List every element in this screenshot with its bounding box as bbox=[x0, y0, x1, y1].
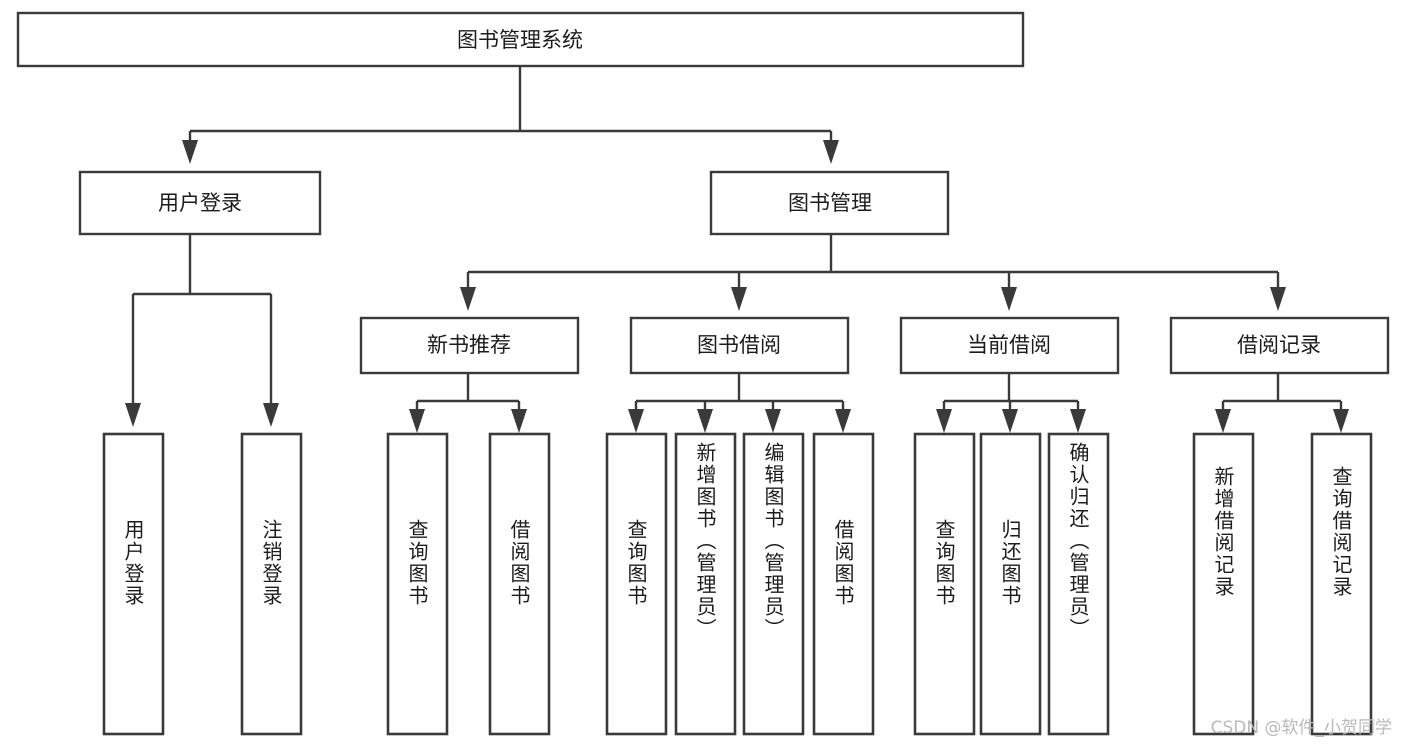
node-leaf-query-book-cur-label: 查询图书 bbox=[932, 519, 956, 607]
node-leaf-user-login-label: 用户登录 bbox=[121, 519, 145, 607]
arrow-to-book-management bbox=[823, 140, 839, 164]
arrow-to-leaf-return-book bbox=[1002, 409, 1018, 433]
arrow-to-leaf-borrow-book-bor bbox=[835, 409, 851, 433]
arrow-to-leaf-query-book-rec bbox=[409, 409, 425, 433]
node-new-book-recommend-label: 新书推荐 bbox=[427, 333, 511, 357]
node-leaf-add-borrow-record[interactable]: 新增借阅记录 bbox=[1192, 432, 1255, 736]
node-leaf-query-book-bor-box[interactable] bbox=[605, 432, 668, 736]
node-leaf-query-book-rec-box[interactable] bbox=[386, 432, 449, 736]
node-book-management[interactable]: 图书管理 bbox=[709, 170, 950, 236]
node-leaf-borrow-book-bor-label: 借阅图书 bbox=[831, 519, 855, 607]
node-leaf-user-login-box[interactable] bbox=[102, 432, 165, 736]
node-leaf-confirm-return-admin-label: 确认归还（管理员） bbox=[1066, 442, 1090, 640]
node-borrow-record-box[interactable] bbox=[1169, 316, 1390, 375]
arrow-to-leaf-borrow-book-rec bbox=[511, 409, 527, 433]
node-book-borrow[interactable]: 图书借阅 bbox=[629, 316, 850, 375]
node-leaf-confirm-return-admin[interactable]: 确认归还（管理员） bbox=[1047, 432, 1110, 736]
node-leaf-add-borrow-record-box[interactable] bbox=[1192, 432, 1255, 736]
node-book-management-label: 图书管理 bbox=[788, 191, 872, 215]
node-root-box[interactable] bbox=[16, 11, 1025, 68]
node-leaf-borrow-book-bor-box[interactable] bbox=[812, 432, 875, 736]
node-current-borrow-box[interactable] bbox=[899, 316, 1120, 375]
node-leaf-borrow-book-rec[interactable]: 借阅图书 bbox=[488, 432, 551, 736]
node-current-borrow-label: 当前借阅 bbox=[967, 333, 1051, 357]
node-new-book-recommend-box[interactable] bbox=[359, 316, 580, 375]
node-leaf-return-book-box[interactable] bbox=[979, 432, 1042, 736]
node-leaf-return-book[interactable]: 归还图书 bbox=[979, 432, 1042, 736]
node-user-login-box[interactable] bbox=[78, 170, 322, 236]
node-leaf-query-book-cur-box[interactable] bbox=[913, 432, 976, 736]
node-leaf-query-book-rec-label: 查询图书 bbox=[405, 519, 429, 607]
node-leaf-query-book-bor-label: 查询图书 bbox=[624, 519, 648, 607]
node-leaf-borrow-book-rec-box[interactable] bbox=[488, 432, 551, 736]
arrow-to-current-borrow bbox=[1001, 287, 1017, 311]
arrow-to-leaf-add-borrow-record bbox=[1215, 409, 1231, 433]
node-leaf-return-book-label: 归还图书 bbox=[998, 519, 1022, 607]
node-book-borrow-box[interactable] bbox=[629, 316, 850, 375]
node-borrow-record-label: 借阅记录 bbox=[1237, 333, 1321, 357]
node-borrow-record[interactable]: 借阅记录 bbox=[1169, 316, 1390, 375]
node-root-label: 图书管理系统 bbox=[457, 28, 583, 52]
node-root[interactable]: 图书管理系统 bbox=[16, 11, 1025, 68]
node-leaf-query-book-cur[interactable]: 查询图书 bbox=[913, 432, 976, 736]
node-leaf-query-borrow-record[interactable]: 查询借阅记录 bbox=[1310, 432, 1373, 736]
arrow-to-book-borrow bbox=[731, 287, 747, 311]
arrow-to-leaf-user-login bbox=[125, 403, 141, 427]
arrow-to-new-book-recommend bbox=[460, 287, 476, 311]
node-leaf-add-book-admin-label: 新增图书（管理员） bbox=[693, 442, 717, 640]
arrow-to-leaf-query-borrow-record bbox=[1333, 409, 1349, 433]
connector-layer bbox=[125, 66, 1349, 433]
node-leaf-edit-book-admin[interactable]: 编辑图书（管理员） bbox=[742, 432, 805, 736]
arrow-to-leaf-query-book-bor bbox=[628, 409, 644, 433]
node-leaf-add-book-admin[interactable]: 新增图书（管理员） bbox=[674, 432, 737, 736]
node-new-book-recommend[interactable]: 新书推荐 bbox=[359, 316, 580, 375]
node-leaf-logout-login-box[interactable] bbox=[240, 432, 303, 736]
node-leaf-query-book-rec[interactable]: 查询图书 bbox=[386, 432, 449, 736]
csdn-watermark: CSDN @软件_小贺同学 bbox=[1211, 718, 1392, 738]
node-leaf-edit-book-admin-box[interactable] bbox=[742, 432, 805, 736]
arrow-to-leaf-query-book-cur bbox=[936, 409, 952, 433]
node-leaf-query-borrow-record-label: 查询借阅记录 bbox=[1329, 466, 1353, 598]
node-leaf-logout-login-label: 注销登录 bbox=[259, 519, 283, 607]
node-leaf-add-borrow-record-label: 新增借阅记录 bbox=[1211, 466, 1235, 598]
node-leaf-edit-book-admin-label: 编辑图书（管理员） bbox=[761, 442, 785, 640]
node-leaf-user-login[interactable]: 用户登录 bbox=[102, 432, 165, 736]
node-leaf-confirm-return-admin-box[interactable] bbox=[1047, 432, 1110, 736]
node-leaf-query-book-bor[interactable]: 查询图书 bbox=[605, 432, 668, 736]
node-current-borrow[interactable]: 当前借阅 bbox=[899, 316, 1120, 375]
node-leaf-borrow-book-rec-label: 借阅图书 bbox=[507, 519, 531, 607]
node-book-management-box[interactable] bbox=[709, 170, 950, 236]
arrow-to-leaf-logout-login bbox=[263, 403, 279, 427]
node-leaf-query-borrow-record-box[interactable] bbox=[1310, 432, 1373, 736]
node-leaf-add-book-admin-box[interactable] bbox=[674, 432, 737, 736]
node-leaf-logout-login[interactable]: 注销登录 bbox=[240, 432, 303, 736]
arrow-to-leaf-confirm-return-admin bbox=[1070, 409, 1086, 433]
arrow-to-leaf-add-book-admin bbox=[697, 409, 713, 433]
node-user-login[interactable]: 用户登录 bbox=[78, 170, 322, 236]
arrow-to-user-login bbox=[182, 140, 198, 164]
node-user-login-label: 用户登录 bbox=[158, 191, 242, 215]
node-leaf-borrow-book-bor[interactable]: 借阅图书 bbox=[812, 432, 875, 736]
node-book-borrow-label: 图书借阅 bbox=[697, 333, 781, 357]
arrow-to-borrow-record bbox=[1270, 287, 1286, 311]
arrow-to-leaf-edit-book-admin bbox=[765, 409, 781, 433]
